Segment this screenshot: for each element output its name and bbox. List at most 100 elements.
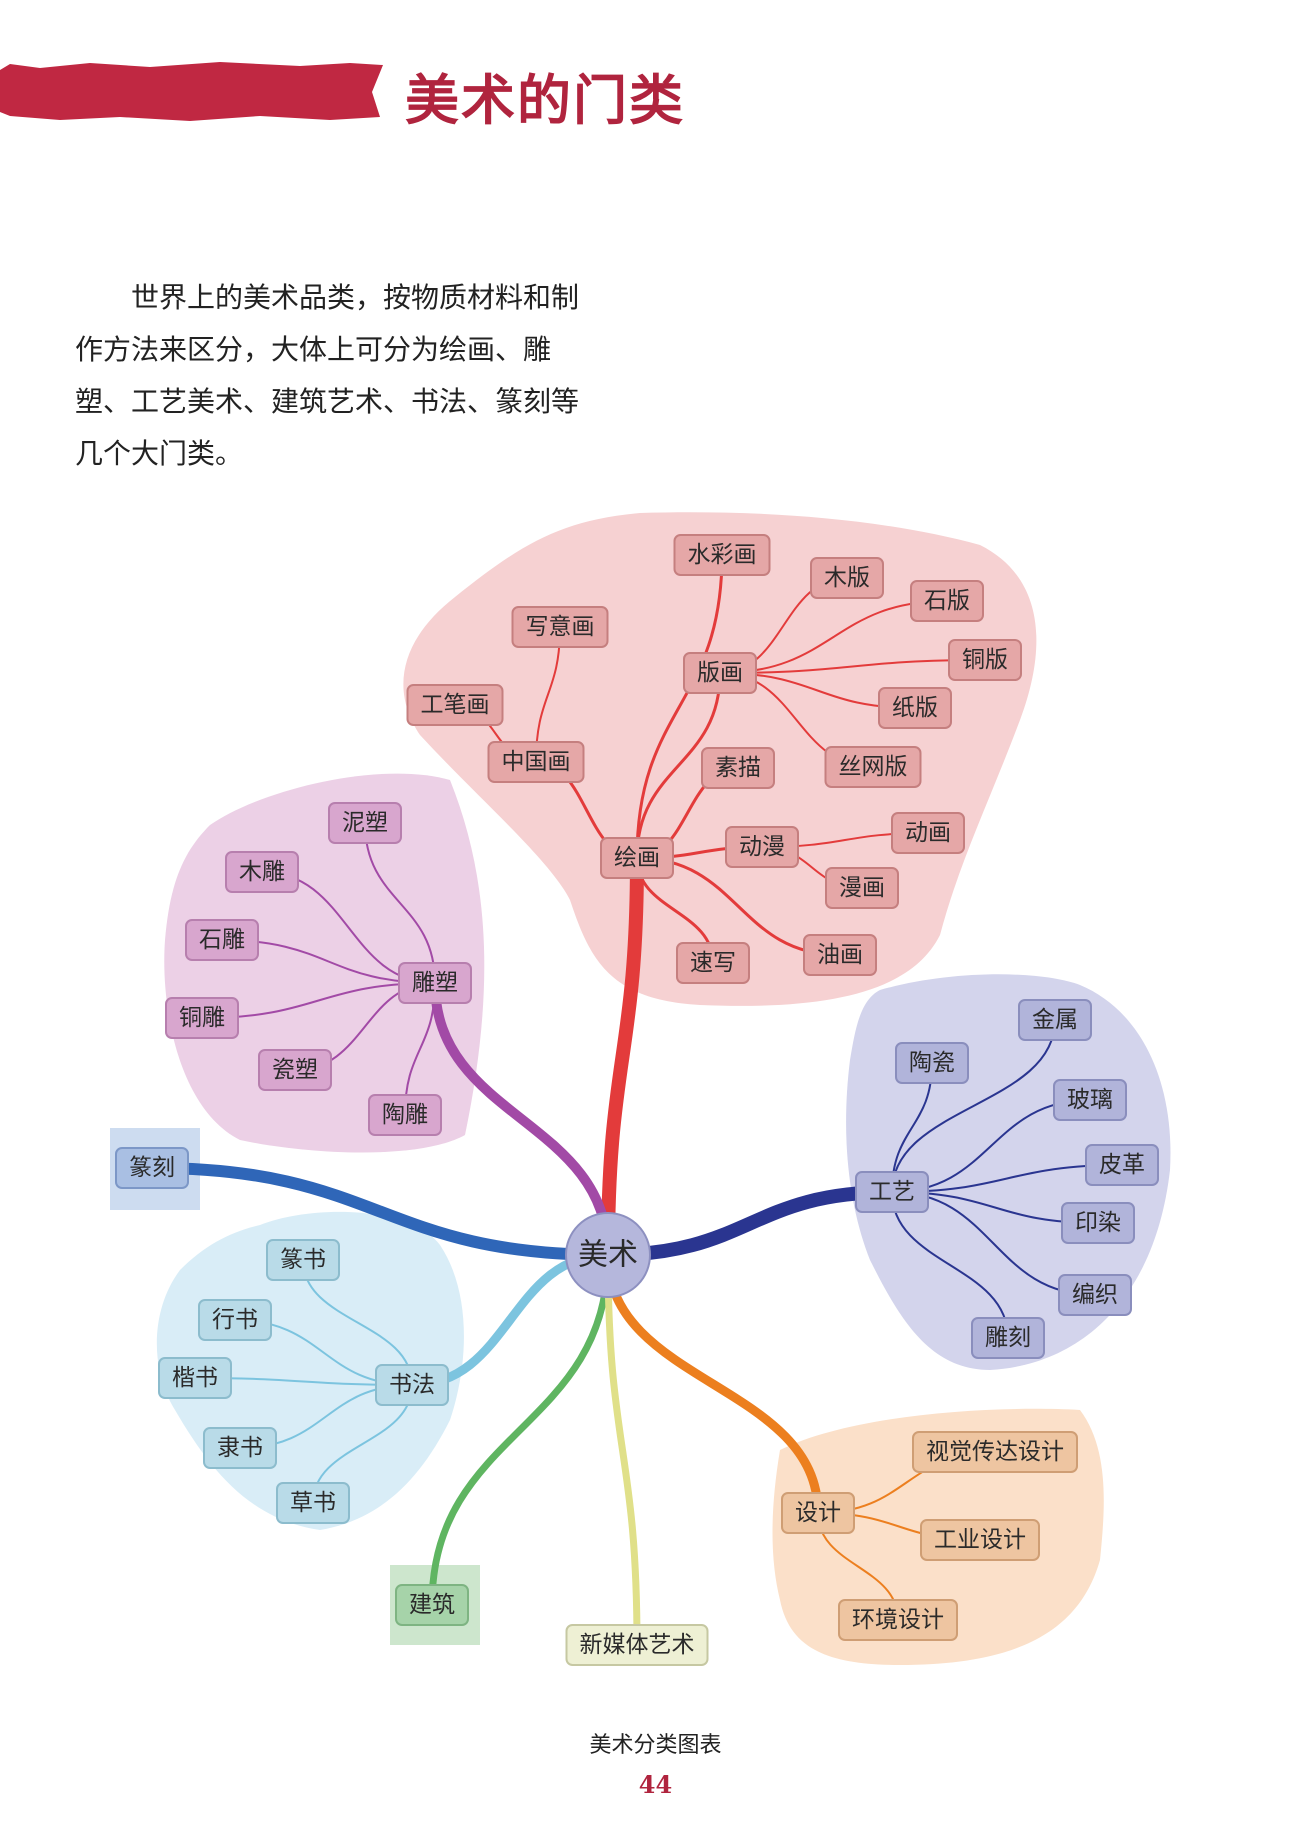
node-label: 雕刻 — [985, 1325, 1031, 1351]
node-label: 皮革 — [1099, 1152, 1145, 1178]
node-cisu: 瓷塑 — [258, 1049, 332, 1091]
node-label: 雕塑 — [412, 970, 458, 996]
node-label: 美术 — [578, 1238, 638, 1273]
node-label: 泥塑 — [342, 810, 388, 836]
edge-diaosu-tongdiao — [201, 982, 436, 1019]
node-label: 水彩画 — [688, 542, 757, 568]
node-manhua: 漫画 — [825, 867, 899, 909]
node-shuicaihua: 水彩画 — [673, 534, 771, 576]
figure-caption: 美术分类图表 — [589, 1733, 722, 1758]
node-zhongguohua: 中国画 — [487, 741, 585, 783]
node-label: 建筑 — [409, 1592, 455, 1618]
node-shijue: 视觉传达设计 — [912, 1431, 1078, 1473]
edge-root-huihua — [601, 851, 644, 1262]
node-label: 玻璃 — [1067, 1087, 1113, 1113]
node-siwangban: 丝网版 — [824, 746, 922, 788]
node-zhuanshu: 篆书 — [266, 1239, 340, 1281]
node-muban: 木版 — [810, 557, 884, 599]
node-label: 楷书 — [172, 1365, 218, 1391]
node-xinmeiti: 新媒体艺术 — [565, 1624, 709, 1666]
node-label: 新媒体艺术 — [580, 1632, 695, 1658]
node-label: 陶瓷 — [909, 1050, 955, 1076]
node-shidiao: 石雕 — [185, 919, 259, 961]
node-gongyi: 工艺 — [855, 1171, 929, 1213]
edge-gongyi-diaoke — [891, 1191, 1009, 1339]
node-banhua: 版画 — [683, 652, 757, 694]
title-banner — [0, 62, 383, 121]
node-label: 篆书 — [280, 1247, 326, 1273]
node-label: 素描 — [715, 755, 761, 781]
node-label: 瓷塑 — [272, 1057, 318, 1083]
node-label: 丝网版 — [839, 754, 908, 780]
edge-root-sheji — [603, 1250, 823, 1518]
node-label: 动漫 — [739, 834, 785, 860]
edge-root-jianzhu — [428, 1251, 612, 1609]
edge-root-gongyi — [601, 1185, 899, 1262]
node-shufa: 书法 — [375, 1364, 449, 1406]
node-yinran: 印染 — [1061, 1202, 1135, 1244]
node-label: 版画 — [697, 660, 743, 686]
edge-banhua-tongban — [719, 659, 986, 674]
node-gongbihua: 工笔画 — [406, 684, 504, 726]
node-dongman: 动漫 — [725, 826, 799, 868]
edge-gongyi-jinshu — [891, 1019, 1056, 1193]
node-sheji: 设计 — [781, 1492, 855, 1534]
node-nisu: 泥塑 — [328, 802, 402, 844]
node-huanjing: 环境设计 — [838, 1599, 958, 1641]
node-taodiao: 陶雕 — [368, 1094, 442, 1136]
edge-huihua-shuicaihua — [635, 553, 724, 860]
node-caoshu: 草书 — [276, 1482, 350, 1524]
node-gongye: 工业设计 — [920, 1519, 1040, 1561]
node-label: 油画 — [817, 942, 863, 968]
node-kaishu: 楷书 — [158, 1357, 232, 1399]
node-tongban: 铜版 — [948, 639, 1022, 681]
node-label: 书法 — [389, 1372, 435, 1398]
edge-huihua-banhua — [635, 671, 722, 860]
node-bianzhi: 编织 — [1058, 1274, 1132, 1316]
node-label: 金属 — [1032, 1007, 1078, 1033]
node-huihua: 绘画 — [600, 837, 674, 879]
node-diaoke: 雕刻 — [971, 1317, 1045, 1359]
node-label: 草书 — [290, 1490, 336, 1516]
node-youhua: 油画 — [803, 934, 877, 976]
edge-diaosu-nisu — [364, 822, 436, 984]
node-label: 铜版 — [962, 647, 1008, 673]
node-label: 漫画 — [839, 875, 885, 901]
node-xingshu: 行书 — [198, 1299, 272, 1341]
node-label: 动画 — [905, 820, 951, 846]
node-mudiao: 木雕 — [225, 851, 299, 893]
node-label: 纸版 — [892, 695, 938, 721]
edge-root-diaosu — [430, 978, 613, 1260]
node-xieyihua: 写意画 — [511, 606, 609, 648]
edge-root-zhuanke — [146, 1162, 614, 1261]
node-label: 绘画 — [614, 845, 660, 871]
node-label: 石雕 — [199, 927, 245, 953]
node-label: 编织 — [1072, 1282, 1118, 1308]
node-label: 速写 — [690, 950, 736, 976]
node-zhuanke: 篆刻 — [115, 1147, 189, 1189]
node-taoci: 陶瓷 — [895, 1042, 969, 1084]
node-label: 行书 — [212, 1307, 258, 1333]
node-jianzhu: 建筑 — [395, 1584, 469, 1626]
node-diaosu: 雕塑 — [398, 962, 472, 1004]
node-label: 工艺 — [869, 1179, 915, 1205]
node-tongdiao: 铜雕 — [165, 997, 239, 1039]
node-label: 隶书 — [217, 1435, 263, 1461]
node-label: 中国画 — [502, 749, 571, 775]
node-sumiao: 素描 — [701, 747, 775, 789]
page-title: 美术的门类 — [405, 68, 685, 132]
node-label: 石版 — [924, 588, 970, 614]
node-label: 木版 — [824, 565, 870, 591]
edge-gongyi-pige — [891, 1164, 1123, 1193]
node-label: 篆刻 — [129, 1155, 175, 1181]
node-lishu: 隶书 — [203, 1427, 277, 1469]
node-label: 视觉传达设计 — [926, 1439, 1064, 1465]
page-number: 44 — [638, 1770, 673, 1799]
node-shiban: 石版 — [910, 580, 984, 622]
node-label: 工业设计 — [934, 1527, 1026, 1553]
edge-banhua-shiban — [719, 600, 948, 674]
root-node: 美术 — [565, 1212, 651, 1298]
node-label: 设计 — [795, 1500, 841, 1526]
